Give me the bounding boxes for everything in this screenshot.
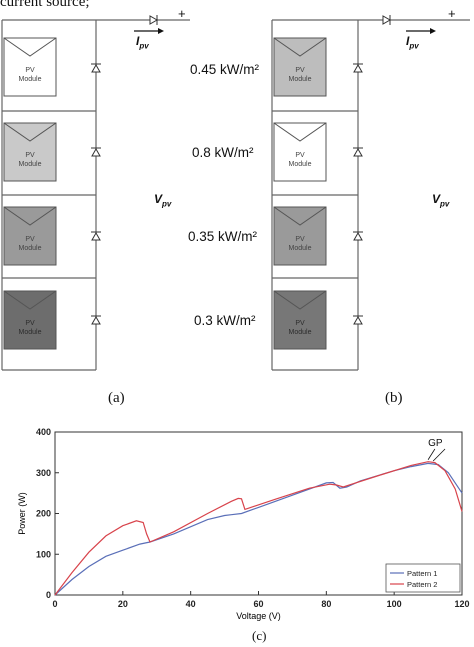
legend-entry: Pattern 2	[407, 580, 437, 589]
circuit-a-module-label: PV	[25, 236, 35, 243]
circuit-a-pv-module-3: PV Module	[3, 206, 57, 266]
circuit-b-pv-module-2: PV Module	[273, 122, 327, 182]
current-arrow-icon	[134, 28, 164, 34]
circuit-a-module-label: Module	[19, 76, 42, 83]
series-diode-icon	[149, 15, 159, 25]
subfigure-label-a: (a)	[108, 390, 125, 406]
circuit-a-pv-module-2: PV Module	[3, 122, 57, 182]
y-tick-label: 0	[46, 590, 51, 600]
bypass-diode-icon	[353, 63, 363, 325]
current-arrow-icon	[406, 28, 436, 34]
chart-legend: Pattern 1 Pattern 2	[385, 563, 461, 593]
circuit-b-module-label: PV	[295, 320, 305, 327]
irradiance-label-1: 0.45 kW/m²	[190, 62, 260, 77]
circuit-a-module-label: PV	[25, 67, 35, 74]
series-line-2	[54, 461, 463, 596]
gp-arrow	[432, 448, 446, 462]
x-tick-label: 20	[118, 599, 128, 609]
caption-fragment: current source;	[0, 0, 90, 10]
circuit-a-module-label: Module	[19, 329, 42, 336]
circuit-b-module-label: Module	[289, 245, 312, 252]
circuit-a-module-label: Module	[19, 161, 42, 168]
x-tick-label: 100	[387, 599, 402, 609]
circuit-b-pv-module-4: PV Module	[273, 290, 327, 350]
bypass-diode-icon	[91, 63, 101, 325]
circuit-b-module-label: Module	[289, 161, 312, 168]
pv-power-chart: 0 20 40 60 80 100 120 0 100 200 300 400 Voltage (V)…	[17, 427, 470, 621]
legend-entry: Pattern 1	[407, 569, 437, 578]
circuit-b-pv-module-3: PV Module	[273, 206, 327, 266]
chart-ylabel: Power (W)	[17, 492, 27, 535]
x-tick-label: 120	[454, 599, 469, 609]
series-diode-icon	[382, 15, 392, 25]
circuit-a-module-label: Module	[19, 245, 42, 252]
circuit-b-module-label: Module	[289, 76, 312, 83]
series-line-1	[54, 462, 463, 596]
y-tick-label: 200	[36, 509, 51, 519]
circuit-b-module-label: PV	[295, 236, 305, 243]
circuit-b-pv-module-1: PV Module	[273, 37, 327, 97]
circuit-b-module-label: PV	[295, 152, 305, 159]
chart-xlabel: Voltage (V)	[236, 611, 281, 621]
y-tick-label: 100	[36, 549, 51, 559]
gp-arrow	[427, 448, 436, 460]
circuit-b-module-label: PV	[295, 67, 305, 74]
circuit-a-module-label: PV	[25, 320, 35, 327]
x-tick-label: 60	[253, 599, 263, 609]
voltage-label-b: Vpv	[432, 192, 450, 209]
y-tick-label: 400	[36, 427, 51, 437]
irradiance-label-4: 0.3 kW/m²	[194, 313, 256, 328]
voltage-label-a: Vpv	[154, 192, 172, 209]
current-label-a: Ipv	[136, 34, 149, 51]
current-label-b: Ipv	[406, 34, 419, 51]
circuit-a-module-label: PV	[25, 152, 35, 159]
irradiance-label-3: 0.35 kW/m²	[188, 229, 258, 244]
circuit-a-pv-module-4: PV Module	[3, 290, 57, 350]
plus-terminal-a: +	[178, 6, 186, 21]
x-tick-label: 0	[52, 599, 57, 609]
plus-terminal-b: +	[448, 6, 456, 21]
subfigure-label-b: (b)	[385, 390, 403, 406]
gp-annotation: GP	[428, 438, 443, 449]
y-tick-label: 300	[36, 468, 51, 478]
x-tick-label: 40	[186, 599, 196, 609]
x-tick-label: 80	[321, 599, 331, 609]
subfigure-label-c: (c)	[252, 628, 267, 643]
circuit-a-pv-module-1: PV Module	[3, 37, 57, 97]
circuit-b-module-label: Module	[289, 329, 312, 336]
irradiance-label-2: 0.8 kW/m²	[192, 145, 254, 160]
legend-box	[385, 563, 461, 593]
